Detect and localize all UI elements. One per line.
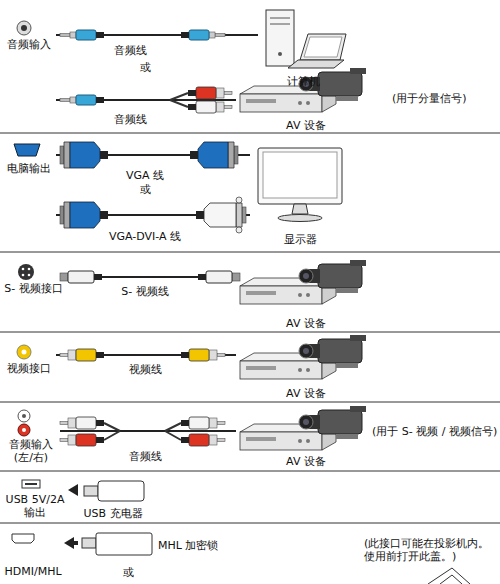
- av-device-illustrations: [240, 68, 366, 450]
- monitor-illustration: [258, 148, 342, 222]
- device-label: AV 设备: [236, 258, 376, 330]
- usb-charger-illustration: [84, 481, 144, 501]
- port-label: 音频输入: [2, 16, 56, 116]
- note-label: (用于分量信号): [390, 92, 469, 105]
- device-label: AV 设备: [236, 336, 376, 400]
- node-text: 电脑输出: [7, 162, 51, 175]
- cable-label: VGA-DVI-A 线: [107, 230, 183, 243]
- node-text: USB 充电器: [83, 507, 142, 520]
- node-text: AV 设备: [286, 455, 326, 468]
- port-label: S- 视频接口: [2, 256, 65, 328]
- note-label: 或: [138, 183, 153, 196]
- cable-label: 视频线: [127, 363, 164, 376]
- node-text: 视频接口: [7, 362, 51, 375]
- node-text: AV 设备: [286, 317, 326, 330]
- cable-label: 音频线: [112, 44, 149, 57]
- node-text: AV 设备: [286, 387, 326, 400]
- node-text: S- 视频接口: [4, 282, 62, 295]
- arrow: [64, 537, 78, 549]
- projector-cover-illustration: [428, 568, 470, 584]
- device-label: MHL 加密锁: [78, 528, 248, 562]
- node-text: 音频输入: [7, 38, 51, 51]
- note-label: (此接口可能在投影机内。 使用前打开此盖。): [362, 537, 498, 563]
- node-text: USB 5V/2A 输出: [2, 493, 68, 519]
- port-label: 音频输入 (左/右): [2, 406, 60, 468]
- node-text: 音频输入 (左/右): [2, 438, 60, 464]
- device-label: AV 设备: [236, 70, 376, 132]
- mhl-dongle-illustration: [82, 533, 152, 555]
- port-label: HDMI/MHL: [2, 527, 64, 582]
- node-text: MHL 加密锁: [158, 539, 218, 552]
- node-text: 计算机: [287, 75, 320, 88]
- port-label: 视频接口: [2, 336, 56, 398]
- arrow: [68, 484, 78, 496]
- port-label: USB 5V/2A 输出: [2, 473, 68, 520]
- device-label: USB 充电器: [78, 476, 148, 520]
- node-text: AV 设备: [286, 119, 326, 132]
- row-separators: [0, 133, 500, 523]
- cable-label: S- 视频线: [119, 285, 170, 298]
- cable: [60, 431, 236, 432]
- device-label: 计算机: [258, 8, 348, 88]
- note-label: 或: [138, 61, 153, 74]
- port-label: 电脑输出: [2, 138, 56, 243]
- cable-label: 音频线: [112, 113, 149, 126]
- cable-label: 音频线: [127, 450, 164, 463]
- node-text: HDMI/MHL: [4, 565, 61, 578]
- note-label: 或: [121, 566, 136, 579]
- computer-illustration: [266, 10, 346, 68]
- cable-label: VGA 线: [124, 169, 166, 182]
- device-label: AV 设备: [236, 406, 376, 468]
- node-text: 显示器: [284, 233, 317, 246]
- device-label: 显示器: [250, 142, 350, 246]
- cable-plugs: [60, 30, 246, 446]
- note-label: (用于 S- 视频 / 视频信号): [370, 425, 499, 438]
